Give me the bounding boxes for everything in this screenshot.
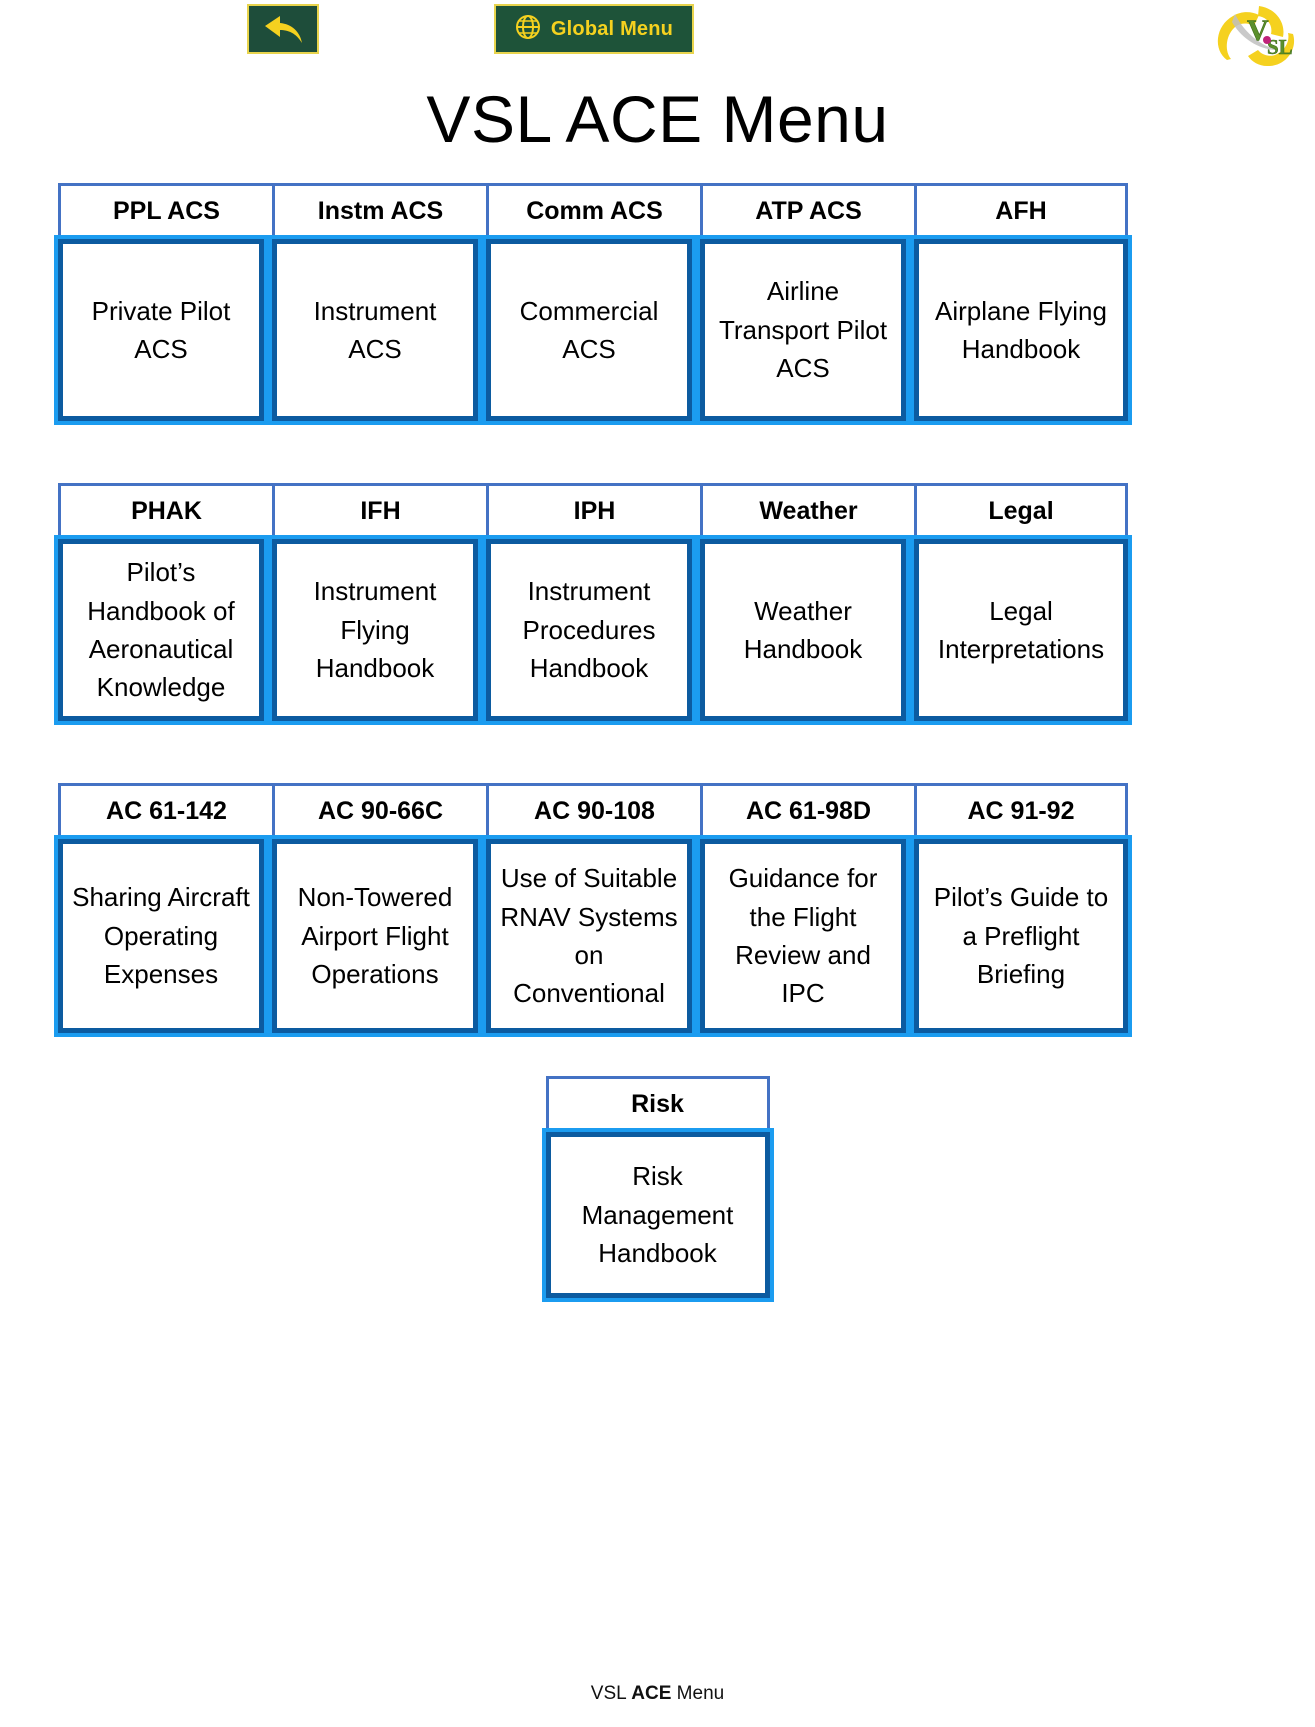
global-menu-label: Global Menu [550,17,674,40]
cell-header-label: IPH [486,483,703,539]
footer-suffix: Menu [671,1683,725,1704]
menu-cell-phak[interactable]: PHAK Pilot’s Handbook of Aeronautical Kn… [54,483,275,725]
cell-header-label: AFH [914,183,1128,239]
menu-cell-ac-90-66c[interactable]: AC 90-66C Non-Towered Airport Flight Ope… [268,783,489,1037]
cell-header-label: PHAK [58,483,275,539]
menu-cell-instm-acs[interactable]: Instm ACS Instrument ACS [268,183,489,425]
cell-body-label[interactable]: Pilot’s Guide to a Preflight Briefing [910,835,1132,1037]
cell-body-label[interactable]: Use of Suitable RNAV Systems on Conventi… [482,835,696,1037]
menu-cell-comm-acs[interactable]: Comm ACS Commercial ACS [482,183,703,425]
cell-body-label[interactable]: Commercial ACS [482,235,696,425]
menu-cell-atp-acs[interactable]: ATP ACS Airline Transport Pilot ACS [696,183,917,425]
cell-header-label: Weather [700,483,917,539]
cell-body-label[interactable]: Airline Transport Pilot ACS [696,235,910,425]
menu-cell-ppl-acs[interactable]: PPL ACS Private Pilot ACS [54,183,275,425]
cell-body-label[interactable]: Pilot’s Handbook of Aeronautical Knowled… [54,535,268,725]
menu-cell-weather[interactable]: Weather Weather Handbook [696,483,917,725]
cell-body-label[interactable]: Instrument Flying Handbook [268,535,482,725]
cell-body-label[interactable]: Instrument Procedures Handbook [482,535,696,725]
cell-header-label: ATP ACS [700,183,917,239]
cell-body-label[interactable]: Airplane Flying Handbook [910,235,1132,425]
cell-body-label[interactable]: Guidance for the Flight Review and IPC [696,835,910,1037]
globe-icon [515,14,541,45]
menu-cell-ac-91-92[interactable]: AC 91-92 Pilot’s Guide to a Preflight Br… [910,783,1132,1037]
svg-text:SL: SL [1267,35,1293,59]
menu-row-3: AC 61-142 Sharing Aircraft Operating Exp… [54,783,1132,1037]
cell-header-label: AC 91-92 [914,783,1128,839]
cell-body-label[interactable]: Risk Management Handbook [541,1128,774,1302]
cell-body-label[interactable]: Non-Towered Airport Flight Operations [268,835,482,1037]
menu-cell-risk[interactable]: Risk Risk Management Handbook [541,1076,774,1302]
cell-header-label: Legal [914,483,1128,539]
cell-header-label: AC 90-66C [272,783,489,839]
menu-cell-legal[interactable]: Legal Legal Interpretations [910,483,1132,725]
cell-body-label[interactable]: Weather Handbook [696,535,910,725]
cell-header-label: PPL ACS [58,183,275,239]
menu-cell-ac-61-142[interactable]: AC 61-142 Sharing Aircraft Operating Exp… [54,783,275,1037]
top-toolbar: Global Menu V SL [0,0,1315,78]
footer-prefix: VSL [590,1683,632,1704]
global-menu-button[interactable]: Global Menu [494,4,694,54]
cell-header-label: Risk [545,1076,770,1132]
menu-cell-ifh[interactable]: IFH Instrument Flying Handbook [268,483,489,725]
cell-header-label: AC 61-98D [700,783,917,839]
cell-header-label: AC 61-142 [58,783,275,839]
cell-body-label[interactable]: Sharing Aircraft Operating Expenses [54,835,268,1037]
risk-section: Risk Risk Management Handbook [0,1076,1315,1302]
menu-cell-iph[interactable]: IPH Instrument Procedures Handbook [482,483,703,725]
cell-header-label: IFH [272,483,489,539]
menu-row-1: PPL ACS Private Pilot ACS Instm ACS Inst… [54,183,1132,425]
menu-row-2: PHAK Pilot’s Handbook of Aeronautical Kn… [54,483,1132,725]
cell-body-label[interactable]: Legal Interpretations [910,535,1132,725]
cell-header-label: Instm ACS [272,183,489,239]
page-title: VSL ACE Menu [426,82,889,156]
footer-accent: ACE [631,1683,672,1704]
menu-cell-ac-61-98d[interactable]: AC 61-98D Guidance for the Flight Review… [696,783,917,1037]
menu-cell-afh[interactable]: AFH Airplane Flying Handbook [910,183,1132,425]
vsl-propeller-logo: V SL [1197,0,1307,78]
menu-cell-ac-90-108[interactable]: AC 90-108 Use of Suitable RNAV Systems o… [482,783,703,1037]
cell-body-label[interactable]: Private Pilot ACS [54,235,268,425]
menu-grid: PPL ACS Private Pilot ACS Instm ACS Inst… [54,183,1132,1037]
back-arrow-icon [262,13,304,45]
row-spacer [58,721,1128,783]
cell-header-label: AC 90-108 [486,783,703,839]
row-spacer [58,421,1128,483]
footer: VSL ACE Menu [0,1683,1315,1705]
back-button[interactable] [247,4,319,54]
cell-body-label[interactable]: Instrument ACS [268,235,482,425]
cell-header-label: Comm ACS [486,183,703,239]
